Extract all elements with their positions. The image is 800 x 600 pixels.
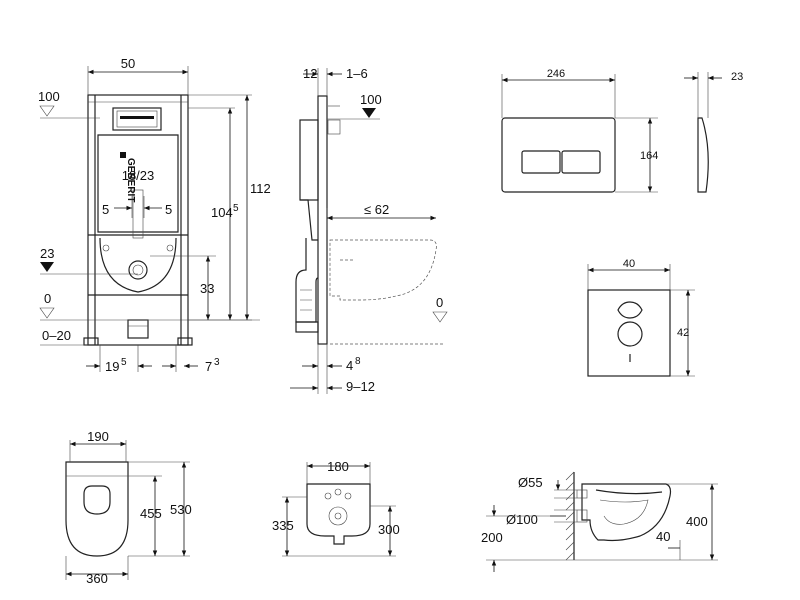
bowl-rear-height-a-label: 335: [272, 518, 294, 533]
height-inner-sup: 5: [233, 203, 239, 214]
front-level-100: 100: [38, 89, 100, 119]
cover-plate-view: 40 42: [587, 258, 695, 377]
side-level-100: 100: [327, 92, 382, 120]
frame-outline: [83, 94, 193, 346]
flush-plate-outline: [501, 117, 616, 193]
bowl-top-inner-width-label: 190: [87, 429, 109, 444]
inlet-dims-label: 18/23: [122, 168, 155, 183]
bowl-top-outline: [65, 461, 129, 557]
bowl-reach-label: ≤ 62: [364, 202, 389, 217]
bottom-right-label: 7: [205, 359, 212, 374]
bowl-top-view: 190 360 455 530: [65, 429, 192, 586]
svg-text:100: 100: [360, 92, 382, 107]
brand-label: GEBERIT: [125, 158, 136, 202]
side-bowl-outline: [329, 239, 437, 301]
front-width-label: 50: [121, 56, 135, 71]
offset-left-label: 5: [102, 202, 109, 217]
bowl-side-outline: [581, 483, 672, 542]
svg-text:100: 100: [38, 89, 60, 104]
outlet-height-side-label: 200: [481, 530, 503, 545]
side-bottom-range-label: 9–12: [346, 379, 375, 394]
side-depth-label: 12: [303, 66, 317, 81]
outlet-height-label: 33: [200, 281, 214, 296]
offset-right-label: 5: [165, 202, 172, 217]
height-total-label: 112: [250, 181, 271, 196]
bowl-rear-outline: [306, 483, 371, 545]
bowl-rear-view: 180 335 300: [272, 459, 400, 557]
bowl-rear-width-label: 180: [327, 459, 349, 474]
side-view: 12 1–6 100 ≤ 62 0 4 8 9–12: [290, 66, 448, 394]
bowl-rear-height-b-label: 300: [378, 522, 400, 537]
side-bottom-sup: 8: [355, 356, 361, 367]
side-bottom-label: 4: [346, 358, 353, 373]
bottom-left-label: 19: [105, 359, 119, 374]
flush-plate-depth-label: 23: [731, 71, 743, 83]
svg-text:0: 0: [44, 291, 51, 306]
front-level-0: 0: [39, 291, 260, 321]
wall-hatch: [565, 471, 575, 561]
bowl-top-inner-length-label: 455: [140, 506, 162, 521]
flush-plate-width-label: 246: [547, 68, 565, 80]
bowl-side-view: Ø55 Ø100 200 40 400: [481, 471, 718, 572]
pipe-large-label: Ø100: [506, 512, 538, 527]
flush-plate-view: 246 164 23: [501, 68, 743, 193]
height-inner-label: 104: [211, 205, 233, 220]
offset-side-label: 40: [656, 529, 670, 544]
flush-plate-profile: [697, 117, 709, 193]
front-level-23: 23: [40, 246, 138, 275]
svg-text:0: 0: [436, 295, 443, 310]
bottom-left-sup: 5: [121, 357, 127, 368]
bowl-top-outer-length-label: 530: [170, 502, 192, 517]
floor-range-label: 0–20: [42, 328, 71, 343]
front-view: GEBERIT 50 100 18/23 5 5 112 104 5: [38, 56, 271, 374]
cover-plate-width-label: 40: [623, 258, 635, 270]
side-depth-range-label: 1–6: [346, 66, 368, 81]
side-frame: [295, 95, 341, 345]
bottom-right-sup: 3: [214, 357, 220, 368]
flush-button-right: [561, 150, 601, 174]
flush-button-left: [521, 150, 561, 174]
flush-plate-height-label: 164: [640, 150, 658, 162]
svg-text:23: 23: [40, 246, 54, 261]
cover-plate-height-label: 42: [677, 327, 689, 339]
side-level-0: 0: [432, 295, 448, 323]
cover-plate-outline: [587, 289, 671, 377]
bowl-side-height-label: 400: [686, 514, 708, 529]
pipe-small-label: Ø55: [518, 475, 543, 490]
bowl-top-outer-width-label: 360: [86, 571, 108, 586]
